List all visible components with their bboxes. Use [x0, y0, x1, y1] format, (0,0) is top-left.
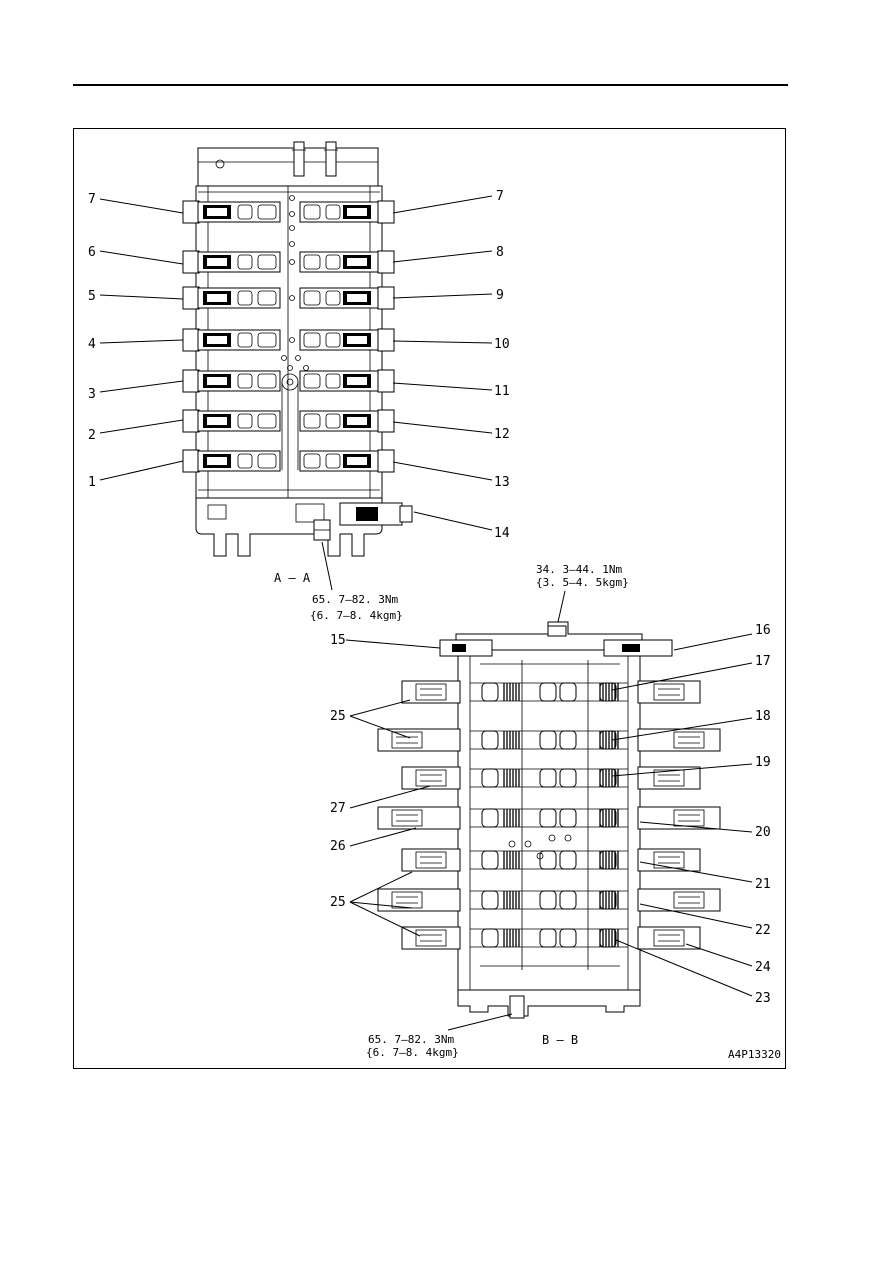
callouts-bb: 15 16 17 18 19 20 21 22 24 23 25 27 26 2…: [330, 623, 771, 1006]
callouts-aa-left: 7 6 5 4 3 2 1: [88, 192, 96, 490]
callout-11: 11: [494, 384, 510, 399]
callout-8: 8: [496, 245, 504, 260]
torque-bottom-line2: {6. 7–8. 4kgm}: [366, 1046, 459, 1059]
callout-26: 26: [330, 839, 346, 854]
section-bb-title: B – B: [542, 1033, 578, 1047]
callout-16: 16: [755, 623, 771, 638]
callout-5: 5: [88, 289, 96, 304]
callout-15: 15: [330, 633, 346, 648]
callout-24: 24: [755, 960, 771, 975]
section-bb-valve-body: [377, 621, 721, 1019]
callout-17: 17: [755, 654, 771, 669]
callout-27: 27: [330, 801, 346, 816]
torque-mid-line2: {6. 7–8. 4kgm}: [310, 609, 403, 622]
callout-6: 6: [88, 245, 96, 260]
callout-25-upper: 25: [330, 709, 346, 724]
torque-top-line1: 34. 3–44. 1Nm: [536, 563, 622, 576]
callout-22: 22: [755, 923, 771, 938]
callout-18: 18: [755, 709, 771, 724]
callout-21: 21: [755, 877, 771, 892]
callout-19: 19: [755, 755, 771, 770]
callout-25-lower: 25: [330, 895, 346, 910]
callout-7-right: 7: [496, 189, 504, 204]
annotations: A – A 65. 7–82. 3Nm {6. 7–8. 4kgm} 34. 3…: [274, 563, 781, 1061]
callout-23: 23: [755, 991, 771, 1006]
leader-lines-bb: [345, 590, 753, 1031]
header-rule: [73, 84, 788, 86]
section-aa-valve-body: [182, 141, 413, 557]
torque-top-line2: {3. 5–4. 5kgm}: [536, 576, 629, 589]
figure-frame: [73, 128, 786, 1069]
callout-9: 9: [496, 288, 504, 303]
callout-10: 10: [494, 337, 510, 352]
callout-20: 20: [755, 825, 771, 840]
figure-code: A4P13320: [728, 1048, 781, 1061]
callout-7-left: 7: [88, 192, 96, 207]
callout-12: 12: [494, 427, 510, 442]
callout-13: 13: [494, 475, 510, 490]
callout-3: 3: [88, 387, 96, 402]
section-aa-title: A – A: [274, 571, 311, 585]
callout-1: 1: [88, 475, 96, 490]
callout-4: 4: [88, 337, 96, 352]
callouts-aa-right: 7 8 9 10 11 12 13 14: [494, 189, 510, 541]
torque-bottom-line1: 65. 7–82. 3Nm: [368, 1033, 454, 1046]
leader-lines-aa: [99, 195, 493, 591]
callout-14: 14: [494, 526, 510, 541]
torque-mid-line1: 65. 7–82. 3Nm: [312, 593, 398, 606]
callout-2: 2: [88, 428, 96, 443]
